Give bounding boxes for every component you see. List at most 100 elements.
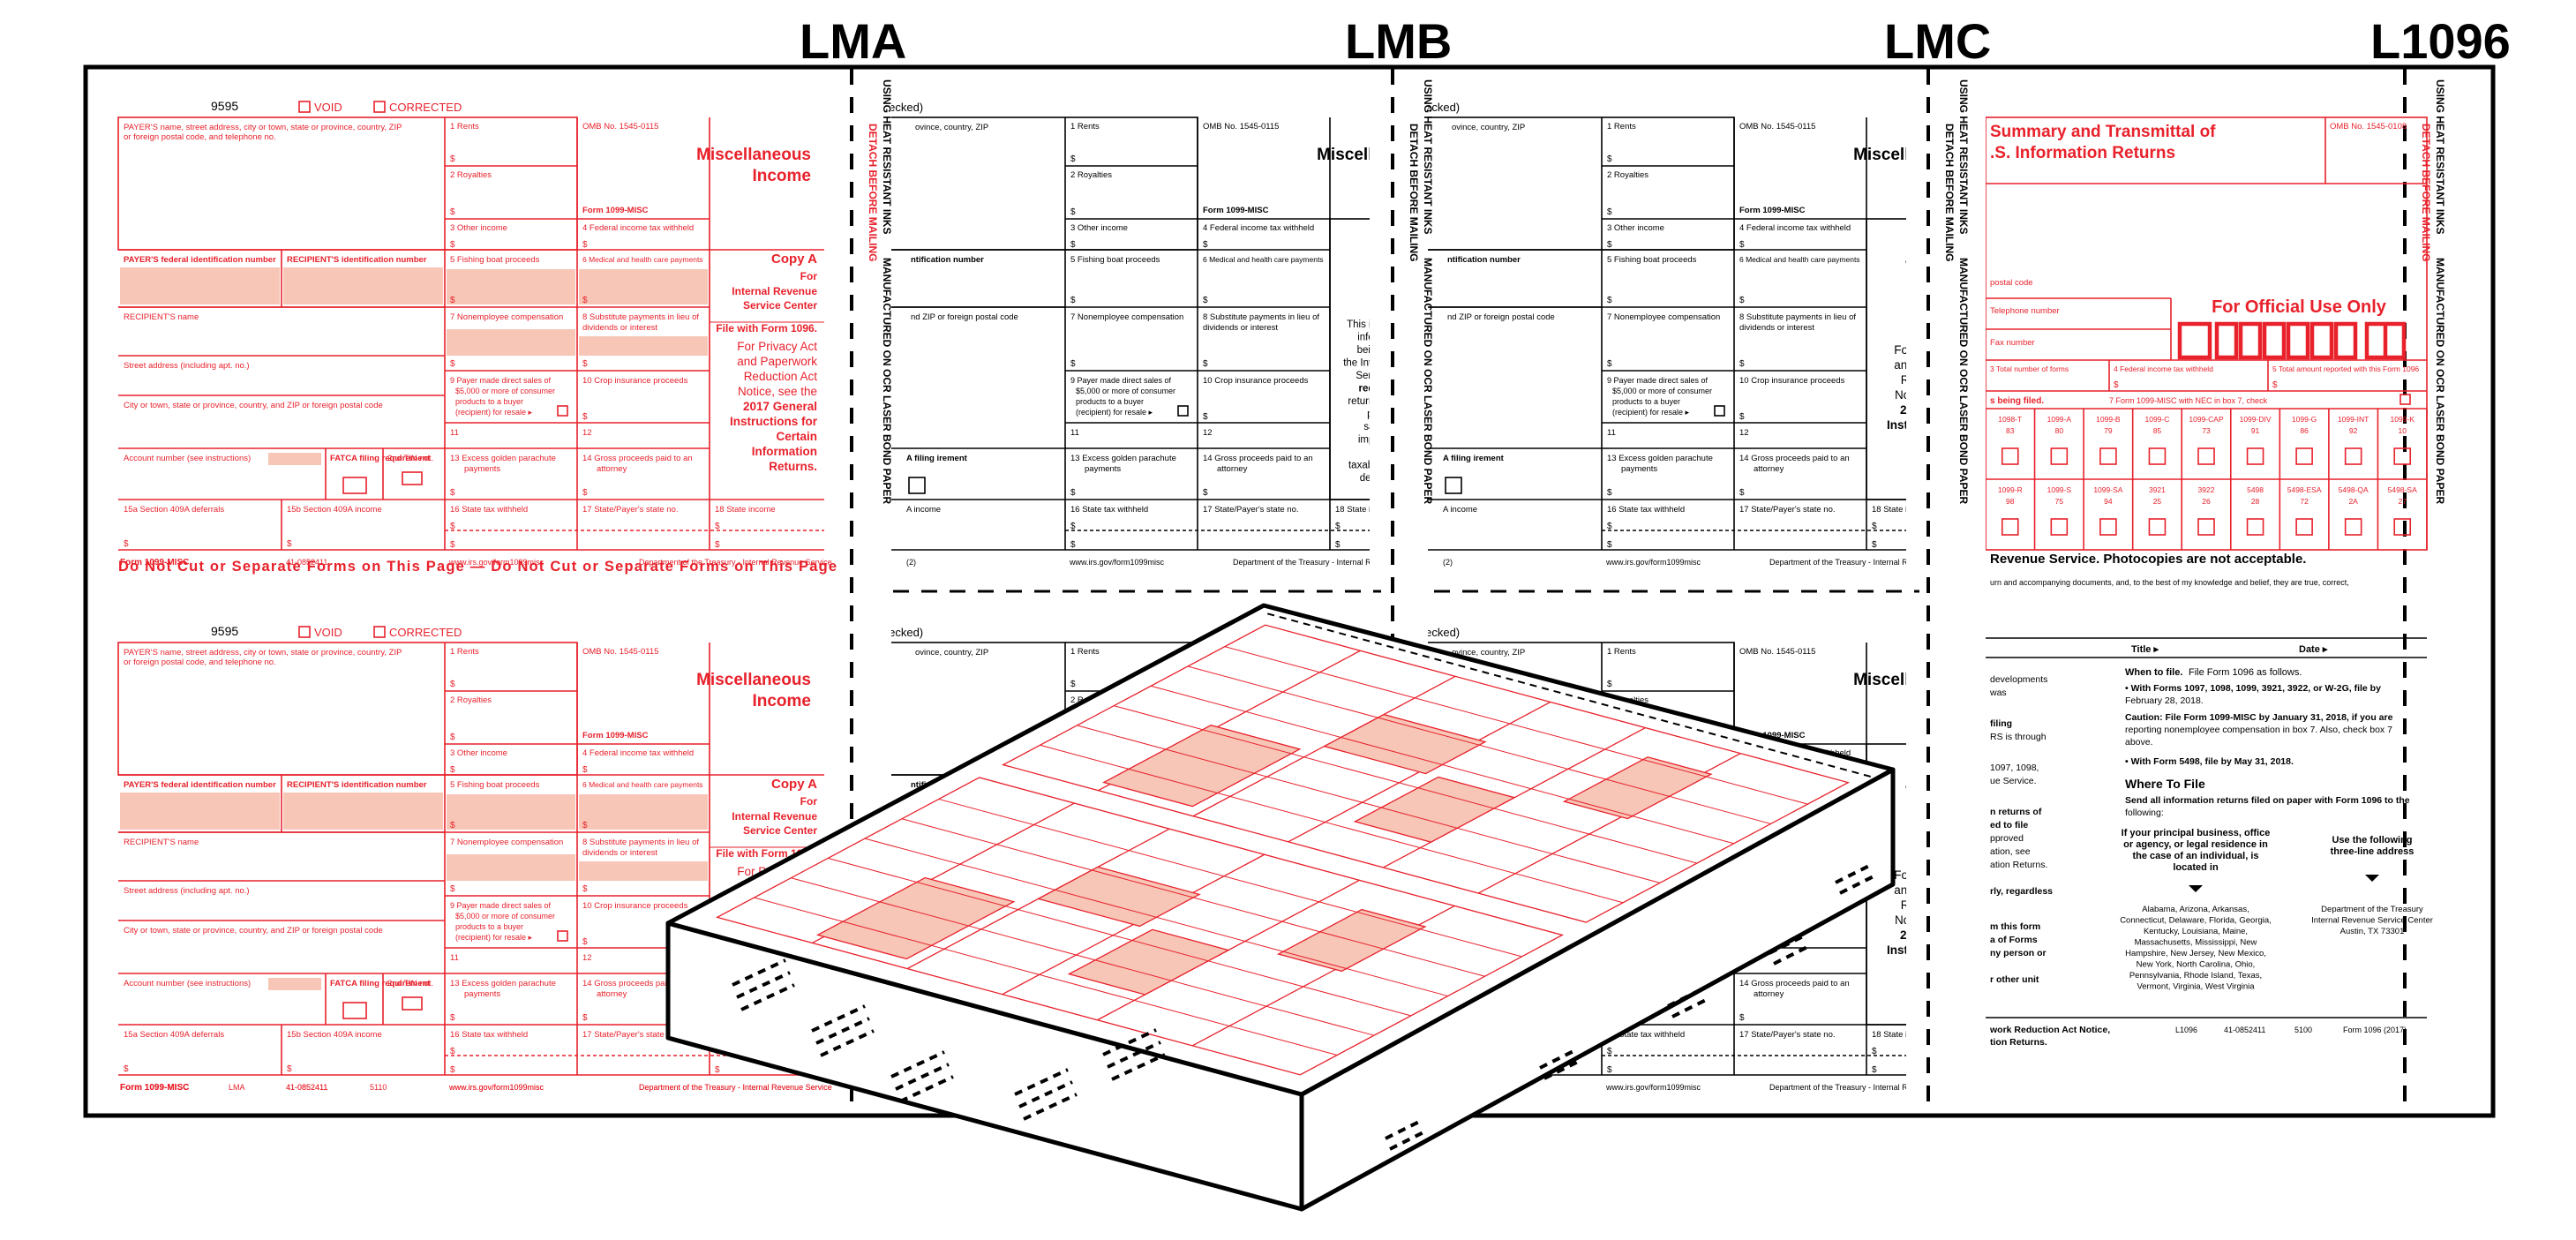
form-text: $ xyxy=(450,1047,455,1056)
corrected-label: CORRECTED (if checked) xyxy=(1325,101,1460,114)
code-checkbox xyxy=(2344,447,2362,465)
form-text: 5 Fishing boat proceeds xyxy=(1070,255,1160,265)
form-text: $ xyxy=(1607,296,1612,305)
form-text: RECIPIENT'S name xyxy=(124,312,199,322)
form-text: $ xyxy=(1203,488,1208,498)
form-text: 1097, 1098, xyxy=(1990,763,2039,773)
form-text: OMB No. 1545-0115 xyxy=(1739,122,1815,132)
tin2-checkbox xyxy=(402,471,423,485)
form-text: 16 State tax withheld xyxy=(1607,505,1685,515)
box-side-perforation-mark xyxy=(1671,997,1709,1018)
form-text: 1 Rents xyxy=(450,122,479,132)
form-text: 4 Federal income tax withheld xyxy=(582,748,694,758)
box-side-perforation-mark xyxy=(1023,1093,1078,1121)
form-text: required to file a xyxy=(1359,384,1438,395)
form-text: Service Center xyxy=(743,824,817,837)
form-text: www.irs.gov/form1099misc xyxy=(448,558,544,567)
form-text: 13 Excess golden parachute xyxy=(450,454,556,463)
form-text: 1099-INT xyxy=(2338,415,2369,424)
column-label-lmb: LMB xyxy=(1345,13,1453,69)
form-text: Notice, see the xyxy=(1895,388,1974,402)
form-text: A filing irement xyxy=(1443,454,1505,463)
form-text: 7 Nonemployee compensation xyxy=(1607,312,1720,322)
form-text: nd ZIP or foreign postal code xyxy=(1447,312,1555,322)
arrow-down-icon xyxy=(2189,885,2203,892)
form-text: $ xyxy=(1607,522,1612,531)
form-text: 5498-SA xyxy=(2388,485,2417,494)
form-text: 2017 General xyxy=(1900,928,1974,942)
form-text: RS is through xyxy=(1990,732,2047,742)
form-text: LMA xyxy=(229,1083,245,1092)
form-text: Hampshire, New Jersey, New Mexico, xyxy=(2125,949,2266,958)
form-text: OMB No. 1545-0115 xyxy=(1739,647,1815,657)
vertical-detach-text: DETACH BEFORE MAILING xyxy=(867,124,879,261)
form-text: Internal Revenue xyxy=(732,810,817,823)
box-form-cell xyxy=(1002,853,1265,996)
form-text: File with Form 1096. xyxy=(716,322,817,334)
form-text: $ xyxy=(1070,522,1076,531)
form-text: the Internal Revenue xyxy=(1343,358,1438,369)
form-text: FATCA filing requirement xyxy=(330,454,431,463)
form-box xyxy=(1986,116,2428,551)
shaded-field xyxy=(579,336,708,356)
form-text: $ xyxy=(124,1064,129,1074)
form-text: or Copy 2 xyxy=(1926,794,1975,807)
form-text: 14 Gross proceeds paid to an xyxy=(582,454,693,463)
form-text: $ xyxy=(1203,296,1208,305)
form-text: $ xyxy=(1607,240,1612,250)
form-text: 72 xyxy=(2300,497,2309,506)
form-text: 5110 xyxy=(370,1083,387,1092)
form-text: attorney xyxy=(597,464,627,474)
form-text: Service. If you are xyxy=(1356,371,1438,381)
form-text: ntification number xyxy=(911,255,984,265)
box-form-rule xyxy=(1077,725,1661,883)
form-text: For Privacy Act xyxy=(737,340,817,353)
shaded-field xyxy=(283,267,443,304)
form-text: $ xyxy=(1872,1065,1877,1075)
form-text: Street address (including apt. no.) xyxy=(124,886,250,896)
form-text: $5,000 or more of consumer xyxy=(1612,387,1712,395)
form-text: 1 Rents xyxy=(1607,647,1636,657)
form-text: $ xyxy=(450,540,455,550)
form-text: payments xyxy=(1085,464,1121,474)
form-text: reporting nonemployee compensation in bo… xyxy=(2125,725,2392,735)
form-text: 15a Section 409A deferrals xyxy=(124,1030,224,1040)
form-text: $ xyxy=(582,488,588,498)
form-text: Kentucky, Louisiana, Maine, xyxy=(2144,927,2248,936)
form-text: n returns of xyxy=(1990,807,2042,817)
box-side-perforation-mark xyxy=(895,1063,950,1091)
box-form-rule xyxy=(938,798,1522,958)
form-text: 1099-C xyxy=(2144,415,2169,424)
form-text: 2 Royalties xyxy=(450,695,492,705)
vertical-paper-text: USING HEAT RESISTANT INKS xyxy=(881,79,893,235)
form-text: City or town, state or province, country… xyxy=(124,401,383,410)
form-text: www.irs.gov/form1099misc xyxy=(448,1083,544,1092)
form-text: and Paperwork xyxy=(737,355,817,368)
form-text: Department of the Treasury - Internal Re… xyxy=(1769,558,1963,567)
form-title-line2: Income xyxy=(1909,692,1968,710)
form-text: New York, North Carolina, Ohio, xyxy=(2137,960,2256,970)
form-text: $ xyxy=(1070,359,1076,369)
box-form-cell xyxy=(1477,753,1741,894)
form-text: 11 xyxy=(1070,428,1079,438)
form-text: 15a Section 409A deferrals xyxy=(124,505,224,515)
form-text: 1099-CAP xyxy=(2189,415,2224,424)
form-title-line2: Income xyxy=(752,692,811,710)
form-text: 2nd TIN not. xyxy=(387,454,433,463)
form-text: 10 Crop insurance proceeds xyxy=(582,901,688,911)
form-text: dividends or interest xyxy=(582,323,657,333)
form-text: attorney xyxy=(597,989,627,999)
form-text: 2 Royalties xyxy=(1070,170,1112,180)
form-text: Austin, TX 73301 xyxy=(2340,927,2405,936)
form-text: 4 Federal income tax withheld xyxy=(582,223,694,233)
corrected-label: CORRECTED (if checked) xyxy=(788,626,923,639)
form-text: 9 Payer made direct sales of xyxy=(1607,376,1709,385)
form-text: $ xyxy=(450,1013,455,1023)
form-text: 12 xyxy=(582,953,592,963)
form-text: $ xyxy=(582,412,588,422)
form-text: A income xyxy=(906,505,941,515)
official-use-box xyxy=(2333,321,2358,360)
official-use-box xyxy=(2177,321,2212,360)
form-text: 16 State tax withheld xyxy=(1607,1030,1685,1040)
form-text: 15b Section 409A income xyxy=(287,505,382,515)
